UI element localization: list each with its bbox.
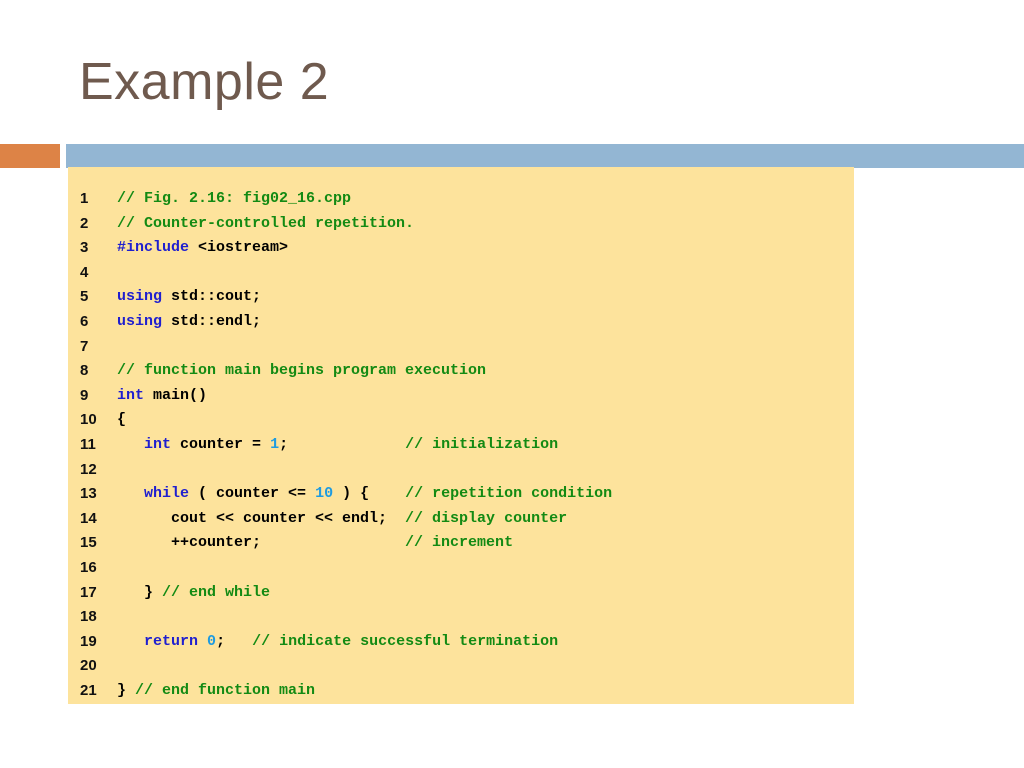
code-token-text: std::endl; — [162, 312, 262, 330]
slide-title: Example 2 — [79, 53, 330, 111]
line-number: 20 — [80, 657, 97, 675]
line-number: 5 — [80, 288, 89, 306]
line-number: 3 — [80, 239, 89, 257]
code-text: } // end while — [117, 581, 270, 606]
code-text: int main() — [117, 384, 207, 409]
code-token-keyword: #include — [117, 239, 190, 257]
code-token-number: 10 — [315, 485, 334, 503]
line-number: 18 — [80, 608, 97, 626]
code-token-text: counter = — [171, 435, 271, 453]
line-number: 4 — [80, 263, 89, 281]
code-token-keyword: using — [117, 312, 163, 330]
line-number: 19 — [80, 632, 97, 650]
code-token-text — [117, 436, 144, 453]
accent-bar-orange — [0, 144, 60, 168]
code-token-keyword: using — [117, 288, 163, 306]
code-text: return 0; // indicate successful termina… — [117, 630, 558, 655]
code-token-comment: // repetition condition — [405, 485, 613, 503]
line-number: 2 — [80, 214, 89, 232]
code-text: #include <iostream> — [117, 236, 288, 261]
code-token-comment: // function main begins program executio… — [117, 362, 487, 380]
code-token-text — [117, 485, 144, 502]
code-token-text — [117, 633, 144, 650]
line-number: 14 — [80, 509, 97, 527]
code-token-keyword: int — [117, 386, 145, 404]
code-text: // Counter-controlled repetition. — [117, 212, 414, 237]
code-listing-panel: 1 // Fig. 2.16: fig02_16.cpp 2 // Counter-c… — [68, 167, 854, 704]
code-token-comment: // display counter — [405, 509, 568, 527]
line-number: 16 — [80, 558, 97, 576]
code-text: using std::endl; — [117, 310, 261, 335]
code-token-text: <iostream> — [189, 239, 289, 257]
code-text: // function main begins program executio… — [117, 359, 486, 384]
code-text: cout << counter << endl; // display coun… — [117, 507, 567, 532]
code-token-keyword: return — [144, 632, 199, 650]
line-number: 11 — [80, 435, 96, 453]
code-token-text — [198, 633, 207, 650]
code-text: while ( counter <= 10 ) { // repetition … — [117, 482, 612, 507]
line-number: 10 — [80, 411, 97, 429]
line-number: 15 — [80, 534, 97, 552]
accent-bar-blue — [66, 144, 1024, 168]
code-token-text: ; — [279, 435, 406, 453]
code-token-text: } — [117, 583, 163, 601]
code-token-comment: // end function main — [135, 681, 316, 699]
code-token-text: } — [117, 681, 136, 699]
line-number: 6 — [80, 312, 89, 330]
line-number: 21 — [80, 681, 97, 699]
code-token-comment: // indicate successful termination — [252, 632, 559, 650]
code-token-comment: // Counter-controlled repetition. — [117, 214, 415, 232]
code-text: } // end function main — [117, 679, 315, 704]
code-token-text: ( counter <= — [189, 485, 316, 503]
code-token-text: ; — [216, 632, 253, 650]
code-token-text: cout << counter << endl; — [117, 509, 406, 527]
line-number: 12 — [80, 460, 97, 478]
line-number: 7 — [80, 337, 89, 355]
code-text: { — [117, 408, 126, 433]
code-token-keyword: int — [144, 435, 172, 453]
code-text: // Fig. 2.16: fig02_16.cpp — [117, 187, 351, 212]
code-token-comment: // initialization — [405, 435, 559, 453]
code-text: ++counter; // increment — [117, 531, 513, 556]
code-token-text: ++counter; — [117, 534, 406, 552]
code-token-text: { — [117, 411, 127, 429]
code-token-comment: // end while — [162, 583, 271, 601]
code-token-keyword: while — [144, 485, 190, 503]
line-number: 13 — [80, 485, 97, 503]
code-text: int counter = 1; // initialization — [117, 433, 558, 458]
code-token-comment: // increment — [405, 534, 514, 552]
line-number: 17 — [80, 583, 97, 601]
code-token-comment: // Fig. 2.16: fig02_16.cpp — [117, 190, 352, 207]
code-token-text: std::cout; — [162, 288, 262, 306]
line-number: 8 — [80, 362, 89, 380]
line-number: 1 — [80, 190, 89, 207]
line-number: 9 — [80, 386, 89, 404]
code-text: using std::cout; — [117, 285, 261, 310]
code-token-text: ) { — [333, 485, 406, 503]
code-token-number: 0 — [207, 632, 217, 650]
code-token-number: 1 — [270, 435, 280, 453]
code-token-text: main() — [144, 386, 208, 404]
